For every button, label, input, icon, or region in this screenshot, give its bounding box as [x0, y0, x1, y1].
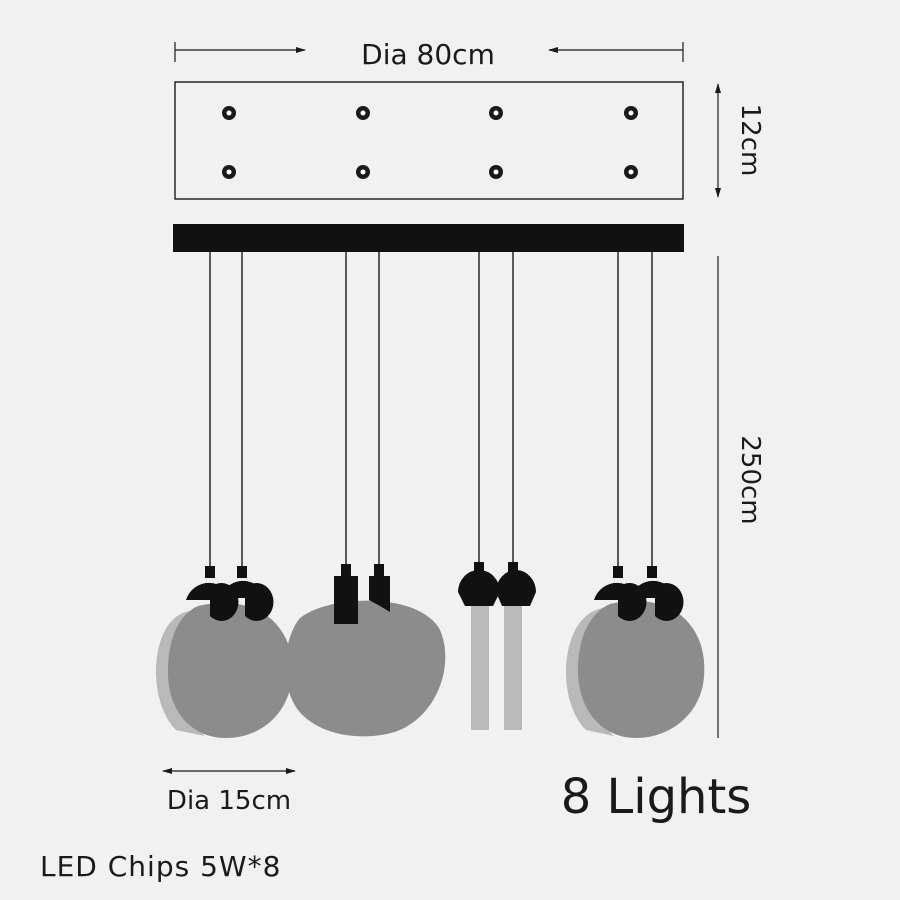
- holder: [334, 576, 358, 624]
- holder: [458, 570, 500, 606]
- width-label: Dia 80cm: [361, 38, 495, 71]
- length-label: 250cm: [735, 435, 765, 524]
- canopy-hole: [624, 165, 638, 179]
- cap: [205, 566, 215, 578]
- pendant-group-3: [458, 562, 536, 730]
- cap: [341, 564, 351, 578]
- cap: [237, 566, 247, 578]
- canopy-hole: [356, 106, 370, 120]
- canopy-top-view: [174, 81, 684, 200]
- shade-back: [155, 608, 205, 736]
- shade-front: [578, 601, 705, 738]
- holder: [369, 576, 390, 612]
- shade-front: [285, 600, 446, 737]
- holder: [496, 570, 536, 606]
- shade-front: [168, 603, 293, 738]
- length-dimension: 250cm: [717, 256, 765, 738]
- shade-stick: [504, 594, 522, 730]
- cap: [374, 564, 384, 578]
- width-dimension: Dia 80cm: [174, 38, 684, 71]
- led-chips-label: LED Chips 5W*8: [40, 850, 281, 883]
- height-dimension: 12cm: [715, 83, 765, 198]
- pendant-group-4: [565, 566, 705, 738]
- pendant-group-1: [155, 566, 293, 738]
- cap: [613, 566, 623, 578]
- cap: [508, 562, 518, 574]
- cap: [647, 566, 657, 578]
- lights-count-label: 8 Lights: [561, 769, 752, 825]
- cap: [474, 562, 484, 574]
- canopy-hole: [624, 106, 638, 120]
- canopy-hole: [222, 165, 236, 179]
- height-label: 12cm: [735, 104, 765, 177]
- canopy-hole: [489, 106, 503, 120]
- canopy-hole: [222, 106, 236, 120]
- pendant-group-2: [285, 564, 446, 737]
- suspension-wires: [209, 252, 653, 566]
- shade-diameter-label: Dia 15cm: [167, 786, 291, 816]
- canopy-hole: [489, 165, 503, 179]
- holder: [245, 583, 274, 621]
- canopy-bar: [173, 224, 684, 252]
- shade-diameter-dimension: Dia 15cm: [162, 768, 296, 816]
- holder: [655, 582, 684, 622]
- canopy-holes: [222, 106, 638, 179]
- shade-back: [565, 606, 614, 736]
- shade-stick: [471, 594, 489, 730]
- canopy-hole: [356, 165, 370, 179]
